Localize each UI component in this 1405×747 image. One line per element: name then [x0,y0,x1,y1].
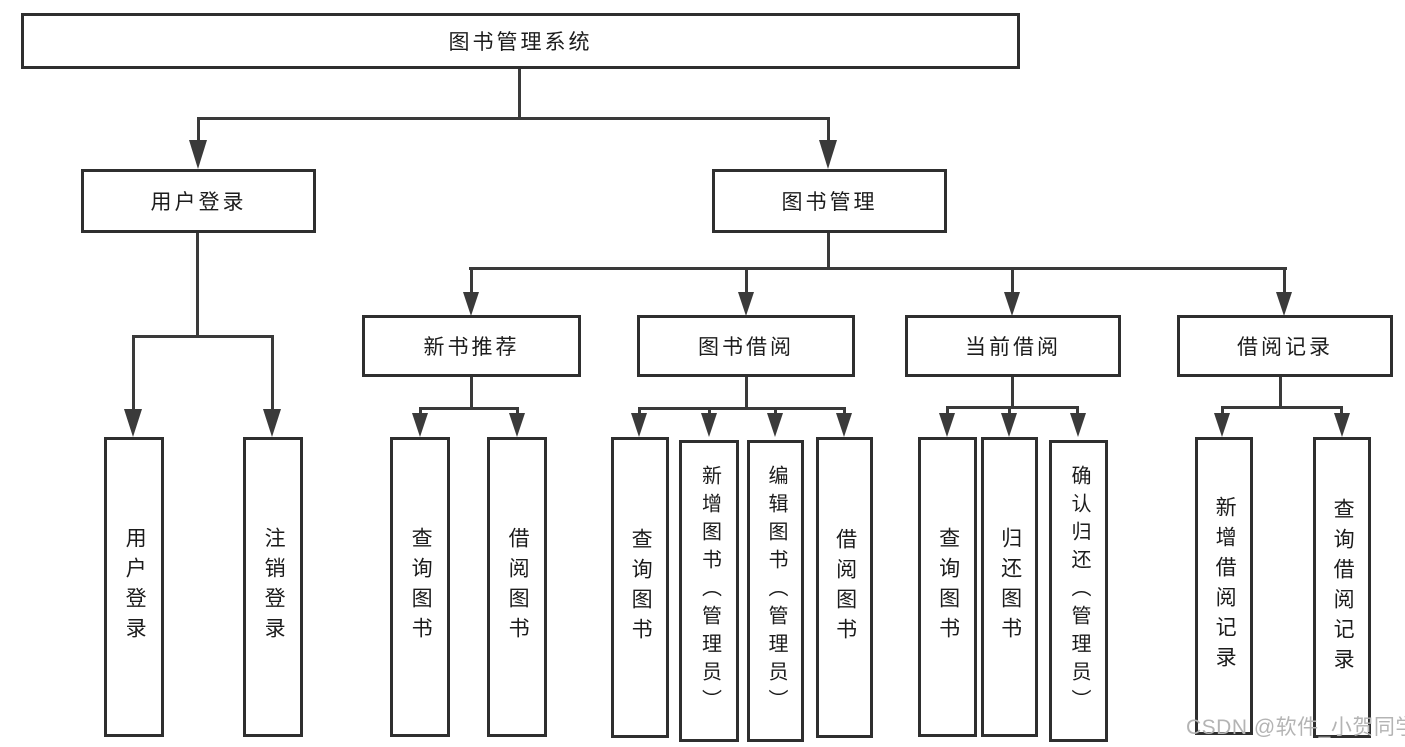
arrow-down-icon [412,413,428,437]
connector-line [197,117,830,120]
leaf-newbook-query: 查询图书 [390,437,450,737]
arrow-down-icon [1276,292,1292,316]
leaf-current-return: 归还图书 [981,437,1038,737]
csdn-watermark: CSDN @软件_小贺同学 [1186,716,1405,739]
connector-line [843,407,846,417]
connector-line [271,335,274,412]
node-root: 图书管理系统 [21,13,1020,69]
leaf-current-confirm-admin-label: 确认归还（管理员） [1068,465,1090,717]
connector-line [197,117,200,146]
node-records-group-label: 借阅记录 [1237,336,1333,359]
leaf-newbook-borrow-label: 借阅图书 [506,527,530,647]
node-user-login-group: 用户登录 [81,169,316,233]
leaf-newbook-query-label: 查询图书 [409,527,433,647]
connector-line [946,406,1079,409]
leaf-user-login: 用户登录 [104,437,164,737]
leaf-newbook-borrow: 借阅图书 [487,437,547,737]
arrow-down-icon [836,413,852,437]
connector-line [1008,406,1011,417]
arrow-down-icon [1001,413,1017,437]
node-current-group: 当前借阅 [905,315,1121,377]
arrow-down-icon [819,140,837,169]
leaf-borrow-edit-admin: 编辑图书（管理员） [747,440,804,742]
connector-line [470,377,473,409]
node-root-label: 图书管理系统 [448,31,593,54]
arrow-down-icon [767,413,783,437]
leaf-borrow-query: 查询图书 [611,437,669,738]
leaf-current-query: 查询图书 [918,437,977,737]
leaf-borrow-edit-admin-label: 编辑图书（管理员） [765,465,787,717]
connector-line [132,335,135,412]
connector-line [1011,377,1014,408]
connector-line [1340,406,1343,417]
leaf-records-add-label: 新增借阅记录 [1213,496,1237,676]
connector-line [1221,406,1224,417]
arrow-down-icon [1334,413,1350,437]
leaf-borrow-add-admin: 新增图书（管理员） [679,440,739,742]
node-borrow-group: 图书借阅 [637,315,855,377]
connector-line [827,233,830,270]
leaf-records-add: 新增借阅记录 [1195,437,1253,735]
arrow-down-icon [1004,292,1020,316]
node-records-group: 借阅记录 [1177,315,1393,377]
connector-line [1283,267,1286,295]
connector-line [419,407,518,410]
arrow-down-icon [189,140,207,169]
arrow-down-icon [509,413,525,437]
arrow-down-icon [631,413,647,437]
arrow-down-icon [1070,413,1086,437]
connector-line [1221,406,1343,409]
leaf-borrow-borrow-label: 借阅图书 [833,527,857,648]
connector-line [774,407,777,417]
leaf-logout-label: 注销登录 [262,527,286,647]
connector-line [1011,267,1014,295]
connector-line [827,117,830,146]
node-new-book-group-label: 新书推荐 [423,336,520,359]
arrow-down-icon [124,409,142,437]
connector-line [469,267,1287,270]
connector-line [516,407,519,417]
node-book-mgmt-group-label: 图书管理 [781,191,878,214]
arrow-down-icon [1214,413,1230,437]
leaf-logout: 注销登录 [243,437,303,737]
arrow-down-icon [263,409,281,437]
node-new-book-group: 新书推荐 [362,315,581,377]
connector-line [638,407,641,417]
leaf-current-return-label: 归还图书 [998,527,1022,647]
connector-line [708,407,711,417]
connector-line [745,377,748,409]
leaf-current-query-label: 查询图书 [936,527,960,647]
node-user-login-group-label: 用户登录 [150,191,247,214]
connector-line [1076,406,1079,417]
connector-line [518,69,521,120]
node-current-group-label: 当前借阅 [965,336,1061,359]
leaf-current-confirm-admin: 确认归还（管理员） [1049,440,1108,742]
connector-line [132,335,273,338]
connector-line [638,407,845,410]
connector-line [946,406,949,417]
arrow-down-icon [939,413,955,437]
leaf-records-query-label: 查询借阅记录 [1331,497,1355,678]
arrow-down-icon [463,292,479,316]
leaf-records-query: 查询借阅记录 [1313,437,1371,738]
leaf-borrow-add-admin-label: 新增图书（管理员） [698,465,721,717]
connector-line [196,233,199,336]
leaf-borrow-borrow: 借阅图书 [816,437,873,738]
connector-line [1279,377,1282,408]
leaf-user-login-label: 用户登录 [123,527,147,647]
node-borrow-group-label: 图书借阅 [698,336,794,359]
node-book-mgmt-group: 图书管理 [712,169,947,233]
arrow-down-icon [701,413,717,437]
connector-line [470,267,473,295]
connector-line [419,407,422,417]
arrow-down-icon [738,292,754,316]
connector-line [745,267,748,295]
leaf-borrow-query-label: 查询图书 [629,527,653,648]
